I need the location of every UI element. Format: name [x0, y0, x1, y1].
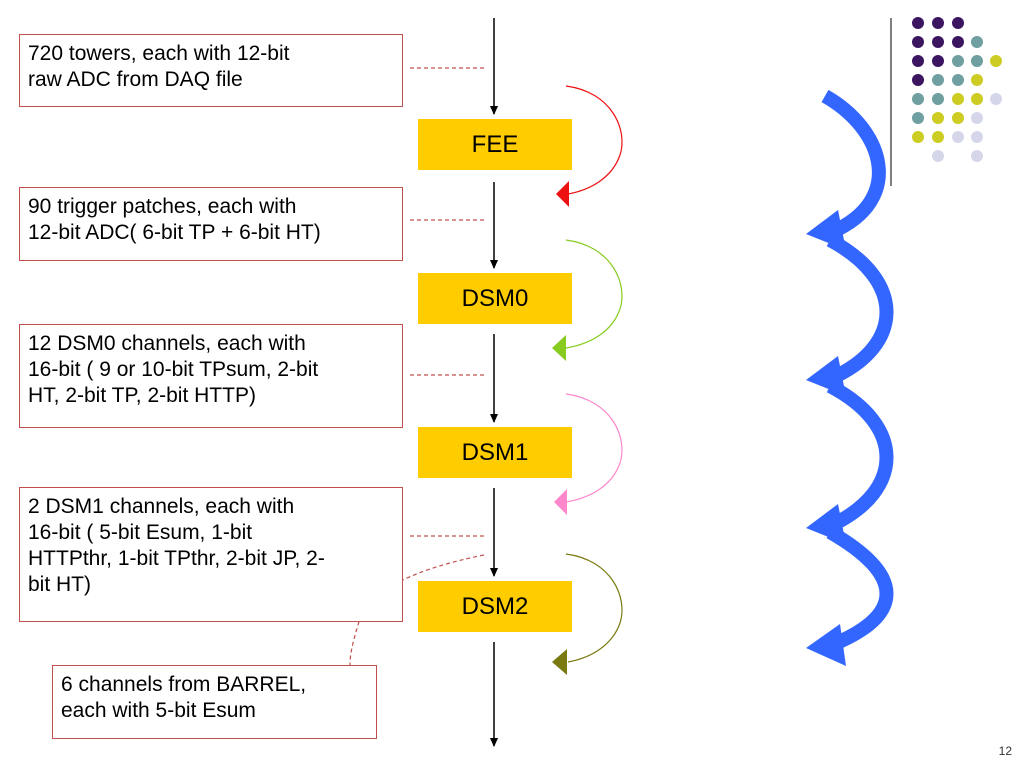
- big-curved-arrows: [806, 89, 894, 666]
- dot: [952, 131, 964, 143]
- dot: [952, 93, 964, 105]
- dot: [990, 93, 1002, 105]
- loop-arrowhead-dsm0: [552, 335, 566, 361]
- dot: [952, 74, 964, 86]
- dot: [952, 17, 964, 29]
- connector-barrel-channels: [349, 554, 485, 666]
- big-curve: [826, 233, 894, 385]
- dot: [971, 93, 983, 105]
- stage-label: DSM1: [461, 438, 529, 466]
- stage-fee: FEE: [418, 119, 572, 170]
- loop-arrow-dsm2: [565, 553, 623, 663]
- dot: [971, 131, 983, 143]
- stage-dsm0: DSM0: [418, 273, 572, 324]
- dot: [971, 150, 983, 162]
- dot: [912, 55, 924, 67]
- dot: [912, 93, 924, 105]
- dot: [932, 17, 944, 29]
- big-arrowhead: [806, 624, 846, 666]
- note-dsm0-channels: 12 DSM0 channels, each with 16-bit ( 9 o…: [19, 324, 403, 428]
- dot: [952, 36, 964, 48]
- dashed-connectors: [349, 67, 486, 666]
- note-dsm1-channels: 2 DSM1 channels, each with 16-bit ( 5-bi…: [19, 487, 403, 622]
- dot: [971, 112, 983, 124]
- big-curve: [826, 525, 894, 652]
- big-curve: [821, 89, 886, 239]
- dot: [932, 36, 944, 48]
- dot: [952, 112, 964, 124]
- loop-arrow-dsm0: [565, 239, 623, 349]
- note-trigger-patches: 90 trigger patches, each with 12-bit ADC…: [19, 187, 403, 261]
- dot: [990, 55, 1002, 67]
- loop-arrow-fee: [565, 85, 623, 195]
- note-towers: 720 towers, each with 12-bit raw ADC fro…: [19, 34, 403, 107]
- dot: [932, 131, 944, 143]
- dot: [912, 17, 924, 29]
- dot: [971, 36, 983, 48]
- dot: [932, 55, 944, 67]
- decorative-dot-grid: [912, 17, 1002, 162]
- stage-label: FEE: [471, 130, 519, 158]
- loop-arrows: [552, 85, 623, 675]
- dot: [912, 36, 924, 48]
- loop-arrow-dsm1: [565, 393, 623, 503]
- dot: [932, 112, 944, 124]
- dot: [932, 93, 944, 105]
- loop-arrowhead-fee: [556, 181, 569, 207]
- note-barrel-channels: 6 channels from BARREL, each with 5-bit …: [52, 665, 377, 739]
- dot: [932, 74, 944, 86]
- dot: [952, 55, 964, 67]
- dot: [912, 74, 924, 86]
- dot: [912, 112, 924, 124]
- page-number: 12: [998, 744, 1012, 758]
- stage-label: DSM0: [461, 284, 529, 312]
- big-curve: [826, 379, 894, 532]
- dot: [971, 74, 983, 86]
- dot: [932, 150, 944, 162]
- loop-arrowhead-dsm1: [554, 489, 567, 515]
- stage-dsm1: DSM1: [418, 427, 572, 478]
- dot: [912, 131, 924, 143]
- dot: [971, 55, 983, 67]
- loop-arrowhead-dsm2: [552, 649, 567, 675]
- stage-label: DSM2: [461, 592, 529, 620]
- stage-dsm2: DSM2: [418, 581, 572, 632]
